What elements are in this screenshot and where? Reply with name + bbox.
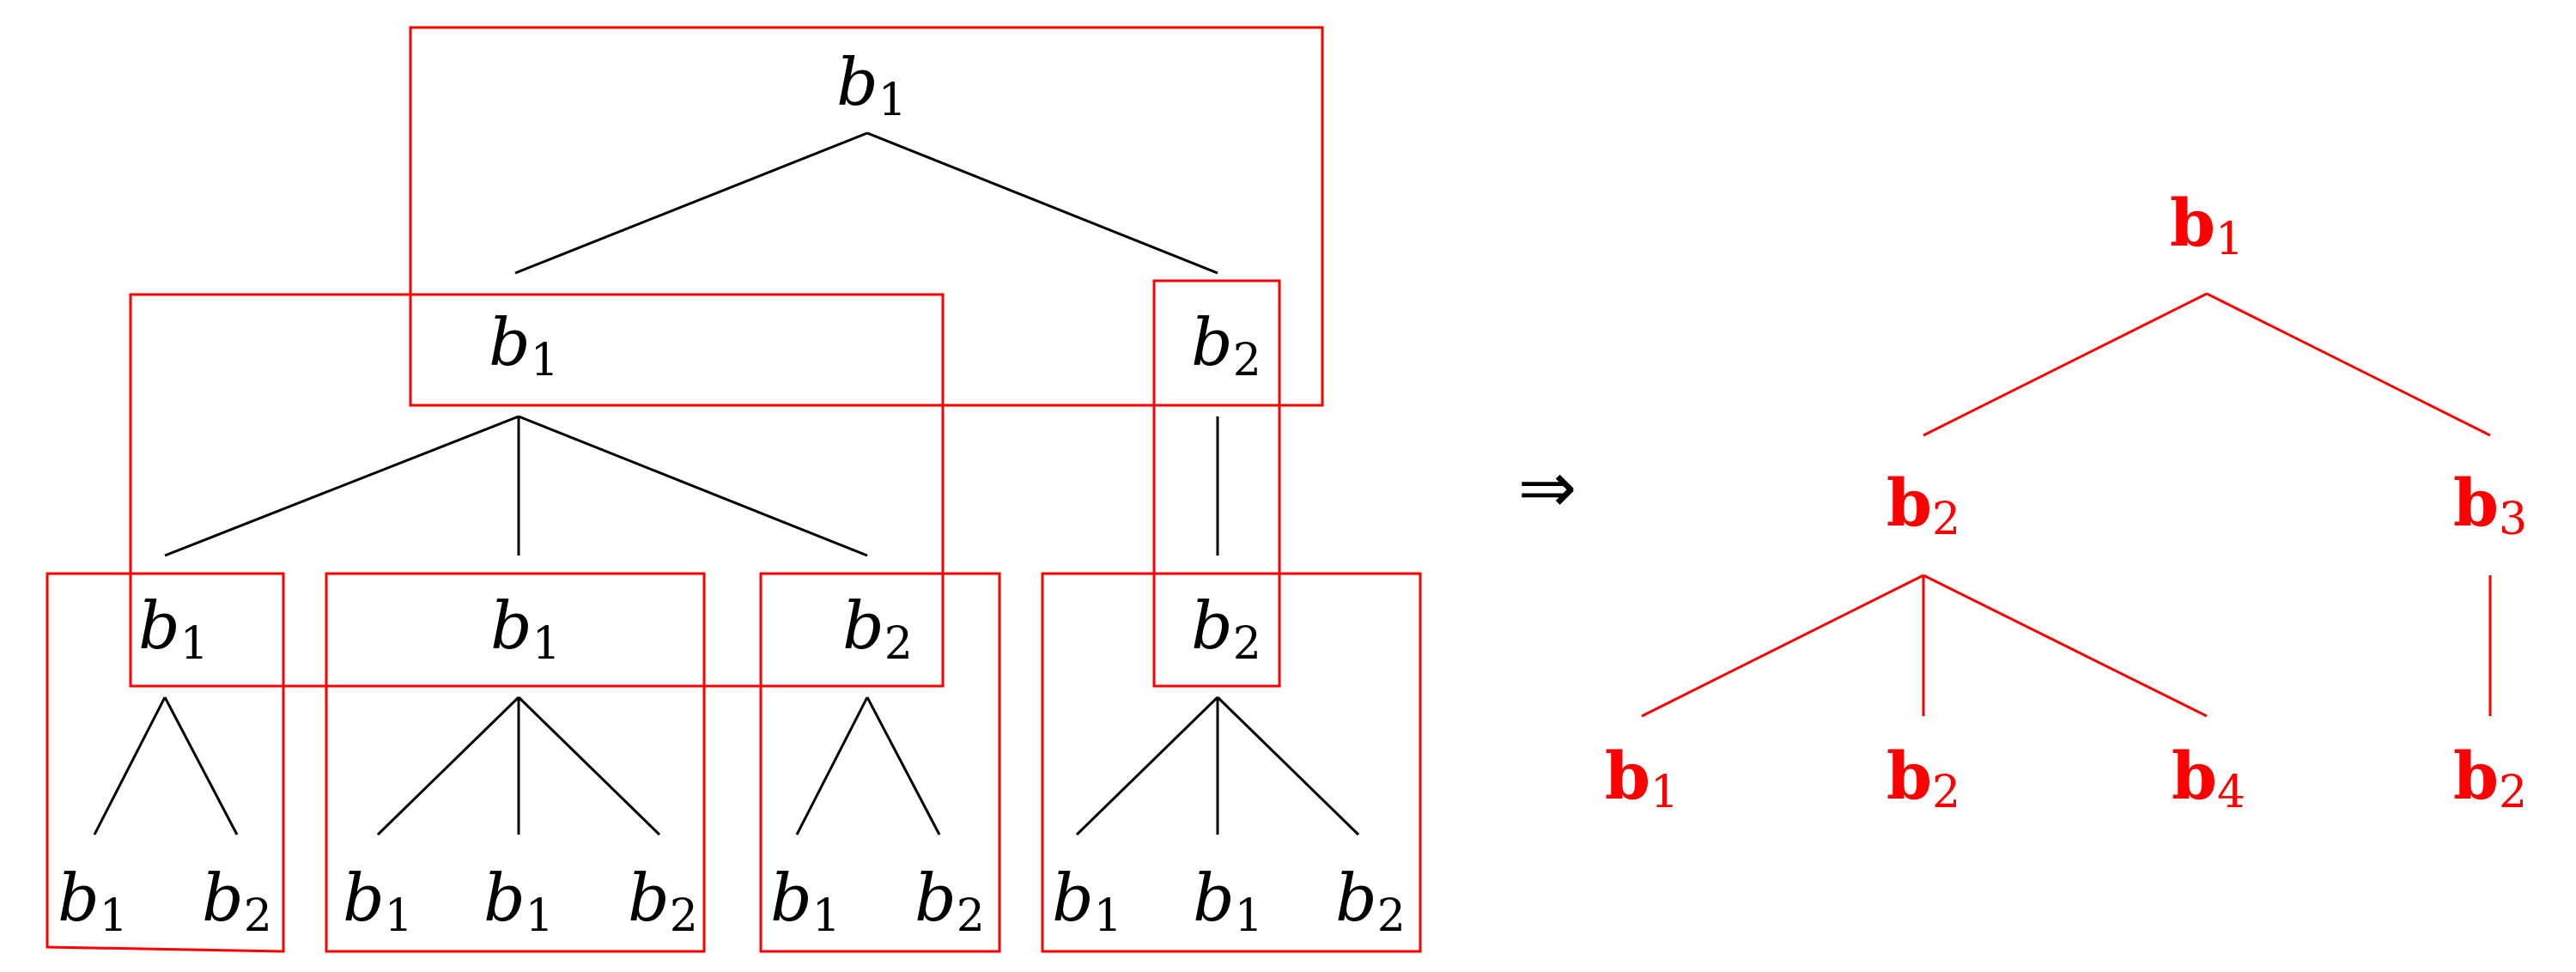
node-l3: b1 [138,587,209,670]
group-box-leaf-1 [46,572,285,953]
node-l1: b1 [489,304,559,386]
edge-l1-l3 [164,415,519,557]
node-l12: b1 [770,860,841,942]
node-l13: b2 [914,860,985,942]
edge-l5-l12 [795,696,869,835]
node-r4: b2 [1886,738,1960,818]
edge-r0-r2 [2206,292,2491,437]
edge-l3-l8 [163,696,239,835]
edge-l4-l11 [517,696,661,836]
node-l14: b1 [1052,860,1122,942]
edge-l5-l13 [866,696,941,835]
group-box-b2-child [1152,279,1281,688]
edge-r1-r3 [1641,574,1924,718]
group-box-root [409,26,1324,407]
node-r0: b1 [2170,185,2244,265]
left-tree-labels: b1 b1 b2 b1 b1 b2 b2 b1 b2 b1 b1 b2 b1 b… [58,44,1406,942]
node-l8: b2 [202,860,272,942]
node-l6: b2 [1191,587,1261,670]
node-l4: b1 [490,587,561,670]
edge-l0-l2 [866,131,1218,275]
node-l15: b1 [1193,860,1263,942]
right-tree-labels: b1 b2 b3 b1 b2 b4 b2 [1605,185,2527,818]
edge-l0-l1 [514,131,868,275]
edge-l6-l16 [1216,696,1360,836]
node-r1: b2 [1886,465,1960,545]
edge-r1-r5 [1923,574,2208,718]
node-r3: b1 [1605,738,1679,818]
group-box-leaf-2 [325,572,706,953]
right-tree-edges [1641,292,2492,718]
node-l11: b2 [628,860,698,942]
node-l9: b1 [343,860,413,942]
node-r6: b2 [2453,738,2527,818]
group-box-b1-children [129,293,945,688]
node-r5: b4 [2172,738,2245,818]
node-l2: b2 [1191,304,1261,386]
node-l16: b2 [1335,860,1406,942]
node-r2: b3 [2453,465,2527,545]
group-box-leaf-3 [759,572,1001,953]
node-l10: b1 [483,860,554,942]
node-l5: b2 [842,587,913,670]
edge-l3-l7 [93,696,167,835]
edge-r0-r1 [1923,292,2208,437]
edge-l1-l5 [518,415,868,557]
edge-l4-l9 [376,696,520,836]
node-l7: b1 [58,860,128,942]
node-l0: b1 [836,44,907,126]
left-tree-edges [93,131,1360,836]
edge-l6-l14 [1075,696,1219,836]
grouping-boxes [46,26,1422,953]
group-box-leaf-4 [1041,572,1422,953]
implies-arrow: ⇒ [1518,447,1577,529]
